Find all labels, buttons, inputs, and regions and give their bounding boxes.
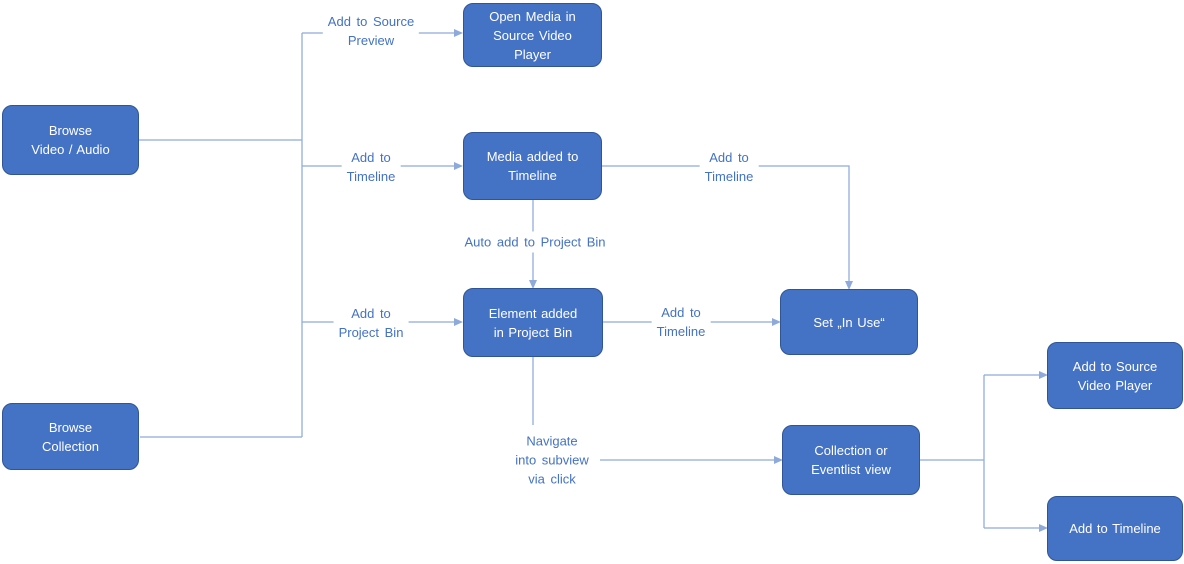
node-set-in-use: Set „In Use“ bbox=[780, 289, 918, 355]
node-add-to-timeline: Add to Timeline bbox=[1047, 496, 1183, 561]
node-browse-video-audio: Browse Video / Audio bbox=[2, 105, 139, 175]
edge-label-add-to-source-preview: Add to Source Preview bbox=[322, 11, 420, 51]
edge-label-navigate-into-subview: Navigate into subview via click bbox=[510, 430, 594, 490]
edge-label-add-to-project-bin: Add to Project Bin bbox=[333, 303, 409, 343]
edge-label-add-to-timeline-mid: Add to Timeline bbox=[699, 147, 759, 187]
node-open-media-in-source-video-player: Open Media in Source Video Player bbox=[463, 3, 602, 67]
edge-media-to-set-in-use bbox=[602, 165, 853, 290]
node-element-added-in-project-bin: Element added in Project Bin bbox=[463, 288, 603, 357]
node-browse-collection: Browse Collection bbox=[2, 403, 139, 470]
edge-label-auto-add-to-project-bin: Auto add to Project Bin bbox=[459, 231, 611, 253]
edge-label-add-to-timeline-lower: Add to Timeline bbox=[651, 302, 711, 342]
node-add-to-source-video-player: Add to Source Video Player bbox=[1047, 342, 1183, 409]
edge-label-add-to-timeline-left: Add to Timeline bbox=[341, 147, 401, 187]
node-media-added-to-timeline: Media added to Timeline bbox=[463, 132, 602, 200]
node-collection-or-eventlist-view: Collection or Eventlist view bbox=[782, 425, 920, 495]
